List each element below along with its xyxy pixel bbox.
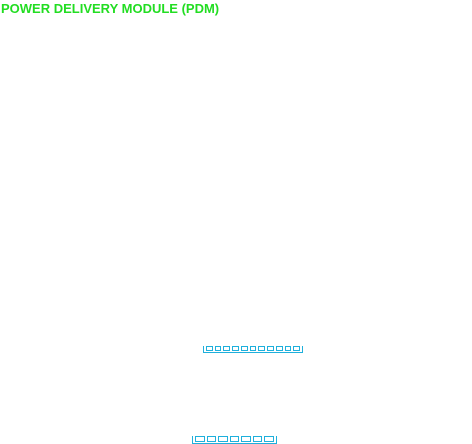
connector-pin	[229, 436, 240, 442]
connector-pin	[214, 346, 222, 351]
connector-pin	[240, 346, 248, 351]
connector-pin	[293, 346, 301, 351]
connector-pin	[206, 346, 213, 351]
connector-pin	[284, 346, 292, 351]
connector-pin	[195, 436, 205, 442]
connector-pin	[218, 436, 228, 442]
connector-pin	[206, 436, 217, 442]
connector-pin	[232, 346, 239, 351]
connector-pin	[252, 436, 263, 442]
upper-connector	[203, 346, 303, 353]
module-title: POWER DELIVERY MODULE (PDM)	[1, 1, 220, 16]
lower-connector	[192, 436, 277, 444]
connector-pin	[241, 436, 251, 442]
connector-pin	[264, 436, 275, 442]
connector-pin	[258, 346, 266, 351]
connector-pin	[249, 346, 257, 351]
connector-pin	[223, 346, 231, 351]
connector-pin	[275, 346, 283, 351]
connector-pin	[267, 346, 274, 351]
